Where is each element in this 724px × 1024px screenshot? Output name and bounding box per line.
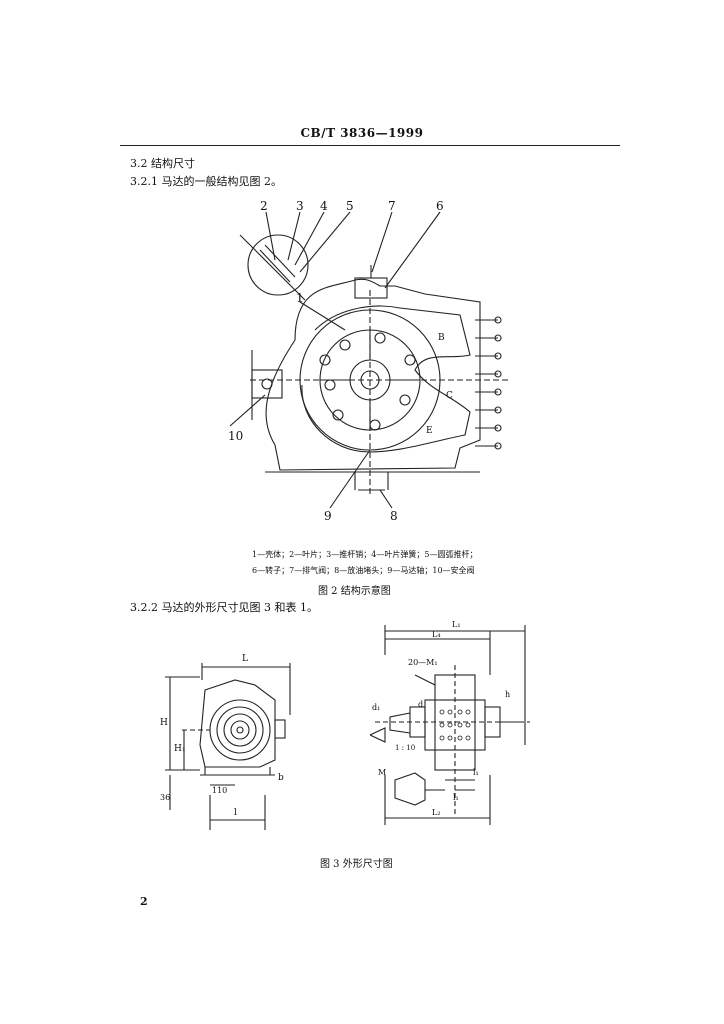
figure-2-structure-diagram: 2 3 4 5 7 6 1 10 9 8 B C E bbox=[228, 199, 510, 523]
callout-1: 1 bbox=[296, 291, 304, 305]
dim-h1: H₁ bbox=[174, 744, 185, 754]
figure-3-front-view: L H H₁ 110 b 36 l bbox=[160, 654, 291, 830]
figure-2-legend-line-2: 6—转子；7—排气阀；8—放油堵头；9—马达轴；10—安全阀 bbox=[252, 566, 475, 575]
dim-20-m1: 20—M₁ bbox=[408, 658, 438, 667]
letter-e: E bbox=[426, 426, 433, 436]
callout-2: 2 bbox=[260, 199, 268, 213]
dim-slope: 1 : 10 bbox=[395, 744, 415, 752]
callout-9: 9 bbox=[324, 509, 332, 523]
dim-d1: d₁ bbox=[372, 703, 380, 712]
section-3-2-2: 3.2.2 马达的外形尺寸见图 3 和表 1。 bbox=[130, 601, 318, 614]
section-3-2-heading: 3.2 结构尺寸 bbox=[130, 157, 195, 170]
dim-l1: L₁ bbox=[452, 620, 461, 629]
dim-d: d bbox=[418, 700, 423, 709]
figure-3-side-view: L₁ L₄ 20—M₁ d₁ d h 1 : 10 M l₁ l₁ L₂ bbox=[370, 620, 530, 825]
dim-h: H bbox=[160, 718, 168, 728]
dim-h-right: h bbox=[505, 690, 510, 699]
figure-2-legend-line-1: 1—壳体；2—叶片；3—推杆销；4—叶片弹簧；5—圆弧推杆； bbox=[252, 550, 478, 559]
callout-5: 5 bbox=[346, 199, 354, 213]
callout-8: 8 bbox=[390, 509, 398, 523]
letter-b: B bbox=[438, 333, 445, 343]
dim-l4: L₄ bbox=[432, 630, 441, 639]
figure-3-caption: 图 3 外形尺寸图 bbox=[320, 859, 393, 870]
callout-4: 4 bbox=[320, 199, 328, 213]
dim-l-lower: l bbox=[234, 808, 237, 818]
page-number: 2 bbox=[140, 895, 148, 908]
letter-c: C bbox=[446, 391, 453, 401]
callout-7: 7 bbox=[388, 199, 396, 213]
section-3-2-1: 3.2.1 马达的一般结构见图 2。 bbox=[130, 175, 282, 188]
dim-110: 110 bbox=[212, 786, 227, 795]
dim-36: 36 bbox=[160, 793, 170, 802]
dim-m: M bbox=[378, 768, 386, 777]
dim-l-upper: L bbox=[242, 654, 248, 664]
callout-3: 3 bbox=[296, 199, 304, 213]
callout-10: 10 bbox=[228, 429, 243, 443]
callout-6: 6 bbox=[436, 199, 444, 213]
dim-l1-lower: l₁ bbox=[473, 768, 479, 777]
header-rule bbox=[120, 145, 620, 146]
dim-l1-bottom: l₁ bbox=[453, 793, 459, 802]
standard-number: CB/T 3836—1999 bbox=[300, 126, 424, 140]
figure-2-caption: 图 2 结构示意图 bbox=[318, 586, 391, 597]
dim-b: b bbox=[278, 773, 284, 783]
dim-l2: L₂ bbox=[432, 808, 441, 817]
